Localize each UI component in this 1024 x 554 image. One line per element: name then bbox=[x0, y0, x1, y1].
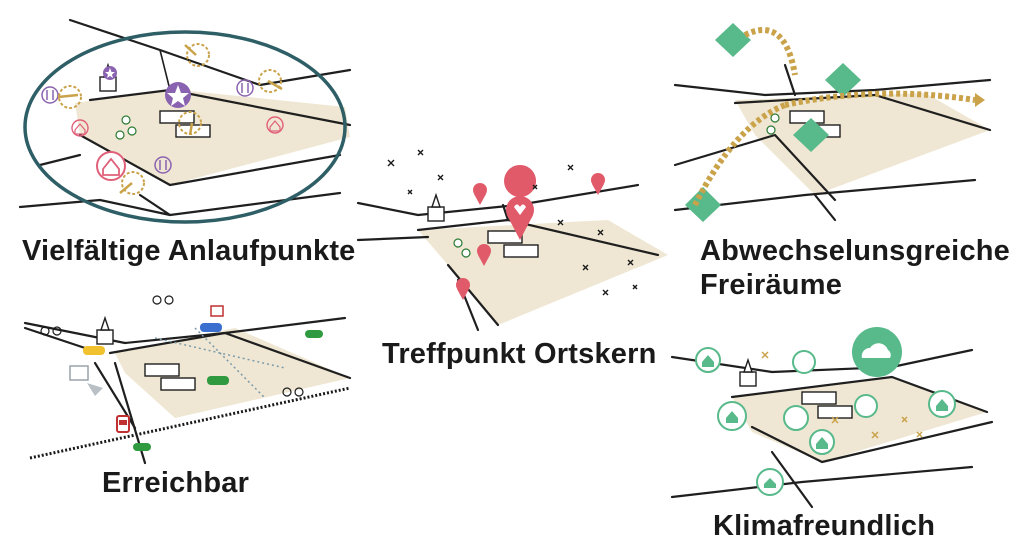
train-icon bbox=[116, 415, 130, 433]
star-icon bbox=[165, 82, 191, 108]
freiraeume-map bbox=[673, 23, 992, 222]
caption-freiraeume: Abwechselunsgreiche Freiräume bbox=[700, 234, 1010, 302]
panel-klima bbox=[670, 322, 994, 509]
building-icon bbox=[144, 363, 196, 391]
caption-erreichbar: Erreichbar bbox=[102, 467, 250, 499]
arrow-icon bbox=[692, 27, 976, 207]
sign-icon bbox=[210, 305, 224, 317]
star-icon bbox=[103, 66, 117, 80]
car-icon bbox=[83, 323, 323, 451]
panel-freiraeume bbox=[673, 15, 995, 222]
bicycle-icon bbox=[40, 295, 304, 397]
home-icon bbox=[71, 119, 89, 137]
caption-anlaufpunkte: Vielfältige Anlaufpunkte bbox=[22, 235, 356, 267]
cutlery-icon bbox=[236, 79, 254, 97]
box-icon bbox=[69, 365, 89, 381]
tree-icon bbox=[685, 23, 861, 222]
cloud-sun-icon bbox=[852, 327, 902, 377]
caption-freiraeume-line-1: Abwechselunsgreiche bbox=[700, 235, 1011, 267]
home-icon bbox=[266, 116, 284, 134]
church-icon bbox=[96, 315, 114, 345]
building-icon bbox=[801, 391, 853, 419]
panel-erreichbar bbox=[23, 288, 355, 465]
building-icon bbox=[487, 230, 539, 258]
klima-map bbox=[670, 327, 994, 509]
caption-ortskern: Treffpunkt Ortskern bbox=[382, 338, 657, 370]
panel-ortskern bbox=[356, 145, 678, 335]
ortskern-map bbox=[356, 149, 668, 332]
anlaufpunkte-map bbox=[18, 18, 352, 224]
sparkle-icon bbox=[761, 351, 923, 439]
panel-anlaufpunkte bbox=[18, 15, 360, 225]
erreichbar-map bbox=[23, 295, 352, 465]
sparkle-icon bbox=[387, 149, 638, 296]
cutlery-icon bbox=[41, 86, 59, 104]
caption-klima: Klimafreundlich bbox=[713, 510, 936, 542]
caption-freiraeume-line-2: Freiräume bbox=[700, 269, 843, 301]
church-icon bbox=[427, 192, 445, 222]
church-icon bbox=[739, 357, 757, 387]
home-icon bbox=[96, 151, 126, 181]
cutlery-icon bbox=[154, 156, 172, 174]
arrow-icon bbox=[57, 44, 283, 194]
outline-ring bbox=[23, 30, 347, 224]
